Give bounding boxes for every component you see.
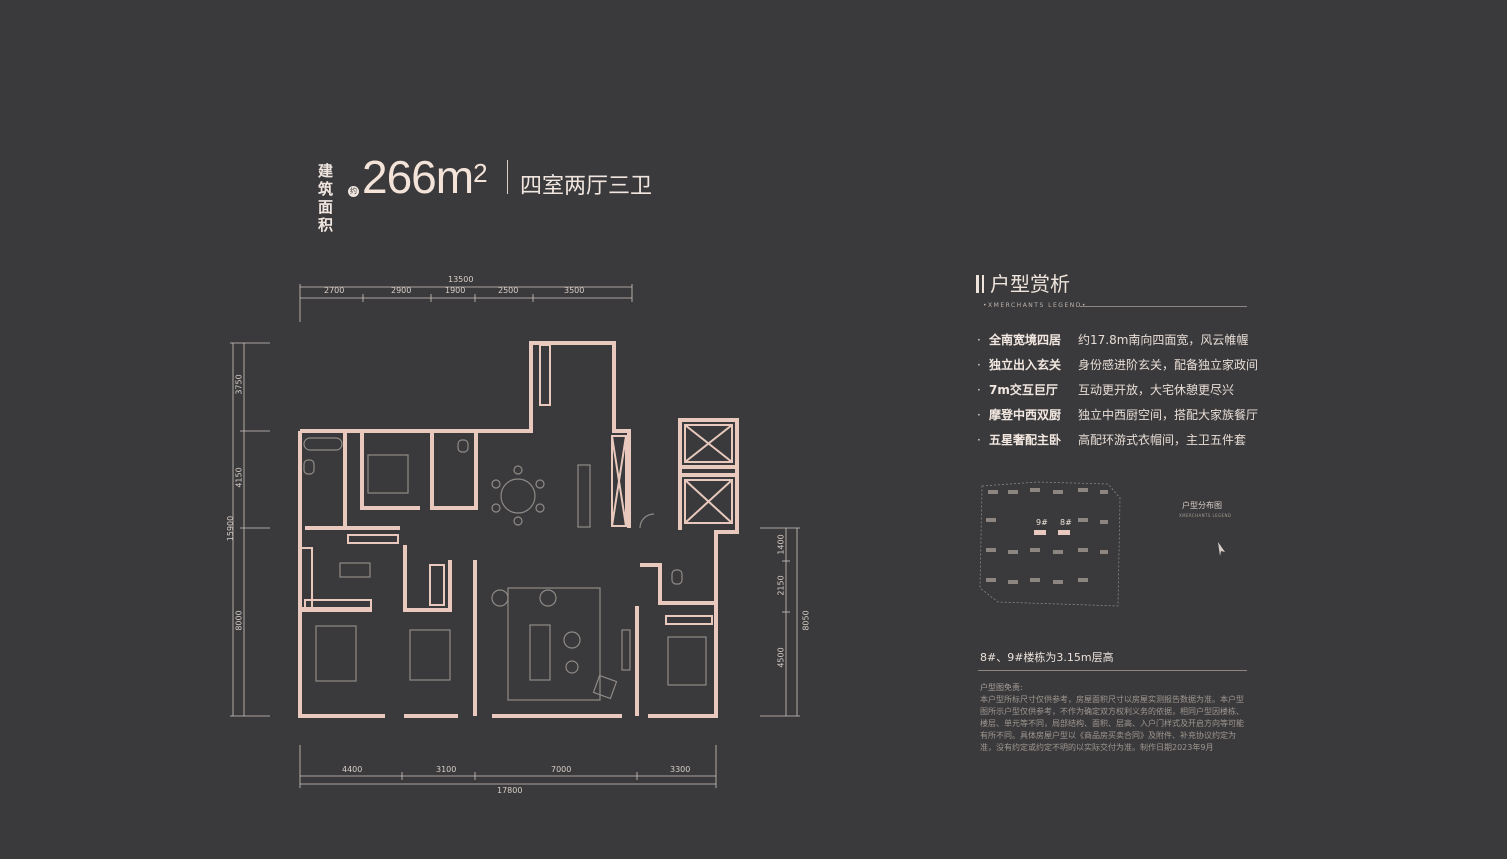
feature-key: 独立出入玄关 [989, 358, 1062, 372]
dim-bottom-2: 3100 [436, 765, 457, 774]
map-subtitle: XMERCHANTS LEGEND [1179, 513, 1232, 518]
layout-type: 四室两厅三卫 [520, 174, 653, 199]
dim-bottom-4: 3300 [670, 765, 691, 774]
dim-left-3: 8000 [234, 610, 244, 631]
dim-left-1: 3750 [234, 374, 244, 395]
north-arrow-icon [1218, 542, 1225, 556]
bullet: · [977, 433, 981, 447]
feature-item: · 摩登中西双厨 独立中西厨空间，搭配大家族餐厅 [977, 406, 1258, 423]
bullet: · [977, 383, 981, 397]
divider [978, 670, 1247, 671]
dim-top-total: 13500 [448, 275, 474, 284]
approx-badge: 约 [348, 186, 359, 197]
area-label-line1: 建筑 [318, 162, 334, 198]
inner-walls [299, 344, 733, 625]
feature-desc: 高配环游式衣帽间，主卫五件套 [1078, 433, 1247, 447]
disclaimer-title: 户型图免责: [980, 683, 1023, 692]
feature-item: · 五星奢配主卧 高配环游式衣帽间，主卫五件套 [977, 431, 1246, 448]
feature-key: 五星奢配主卧 [989, 433, 1062, 447]
site-map: 9# 8# [979, 481, 1121, 607]
dim-top-3: 1900 [445, 286, 466, 295]
panel-subheading: •XMERCHANTS LEGEND• [983, 302, 1085, 309]
area-label-line2: 面积 [318, 198, 334, 234]
furniture [303, 437, 707, 701]
dim-bottom-total: 17800 [497, 786, 523, 795]
map-title: 户型分布图 [1182, 501, 1222, 510]
bullet: · [977, 333, 981, 347]
feature-item: · 7m交互巨厅 互动更开放，大宅休憩更尽兴 [977, 381, 1234, 398]
building-8-label: 8# [1060, 518, 1072, 527]
feature-item: · 独立出入玄关 身份感进阶玄关，配备独立家政间 [977, 356, 1258, 373]
area-exponent: 2 [473, 158, 488, 188]
heading-mark-icon [982, 275, 984, 293]
feature-desc: 身份感进阶玄关，配备独立家政间 [1078, 358, 1259, 372]
feature-key: 全南宽境四居 [989, 333, 1062, 347]
dim-top-5: 3500 [564, 286, 585, 295]
bullet: · [977, 358, 981, 372]
dim-top-2: 2900 [391, 286, 412, 295]
panel-subheading-text: XMERCHANTS LEGEND [988, 302, 1082, 309]
panel-heading-text: 户型赏析 [990, 272, 1070, 296]
dim-left-2: 4150 [234, 467, 244, 488]
dim-right-total: 8050 [801, 610, 811, 631]
area-value: 266m2 [362, 150, 488, 204]
dim-right-3: 4500 [776, 647, 786, 668]
disclaimer-text: 本户型所标尺寸仅供参考，房屋面积尺寸以房屋实测报告数据为准。本户型图所示户型仅供… [980, 695, 1244, 752]
dimension-lines [230, 284, 800, 788]
bullet: · [977, 408, 981, 422]
dim-bottom-3: 7000 [551, 765, 572, 774]
divider [1080, 306, 1247, 307]
dim-right-1: 1400 [776, 534, 786, 555]
dim-top-1: 2700 [324, 286, 345, 295]
feature-desc: 约17.8m南向四面宽，风云帷幄 [1078, 333, 1249, 347]
panel-heading: 户型赏析 [976, 268, 1070, 297]
floor-height-note: 8#、9#楼栋为3.15m层高 [980, 651, 1114, 664]
building-9-label: 9# [1036, 518, 1048, 527]
feature-key: 7m交互巨厅 [989, 383, 1058, 397]
dim-bottom-1: 4400 [342, 765, 363, 774]
title-divider [507, 160, 508, 194]
dim-right-2: 2150 [776, 575, 786, 596]
heading-mark-icon [976, 275, 979, 293]
area-label: 建筑 面积 [318, 162, 333, 234]
dim-left-total: 15900 [226, 515, 236, 542]
feature-key: 摩登中西双厨 [989, 408, 1062, 422]
feature-item: · 全南宽境四居 约17.8m南向四面宽，风云帷幄 [977, 331, 1248, 348]
walls [298, 341, 739, 718]
feature-desc: 互动更开放，大宅休憩更尽兴 [1078, 383, 1235, 397]
feature-desc: 独立中西厨空间，搭配大家族餐厅 [1078, 408, 1259, 422]
area-number: 266m [362, 151, 474, 203]
dim-top-4: 2500 [498, 286, 519, 295]
